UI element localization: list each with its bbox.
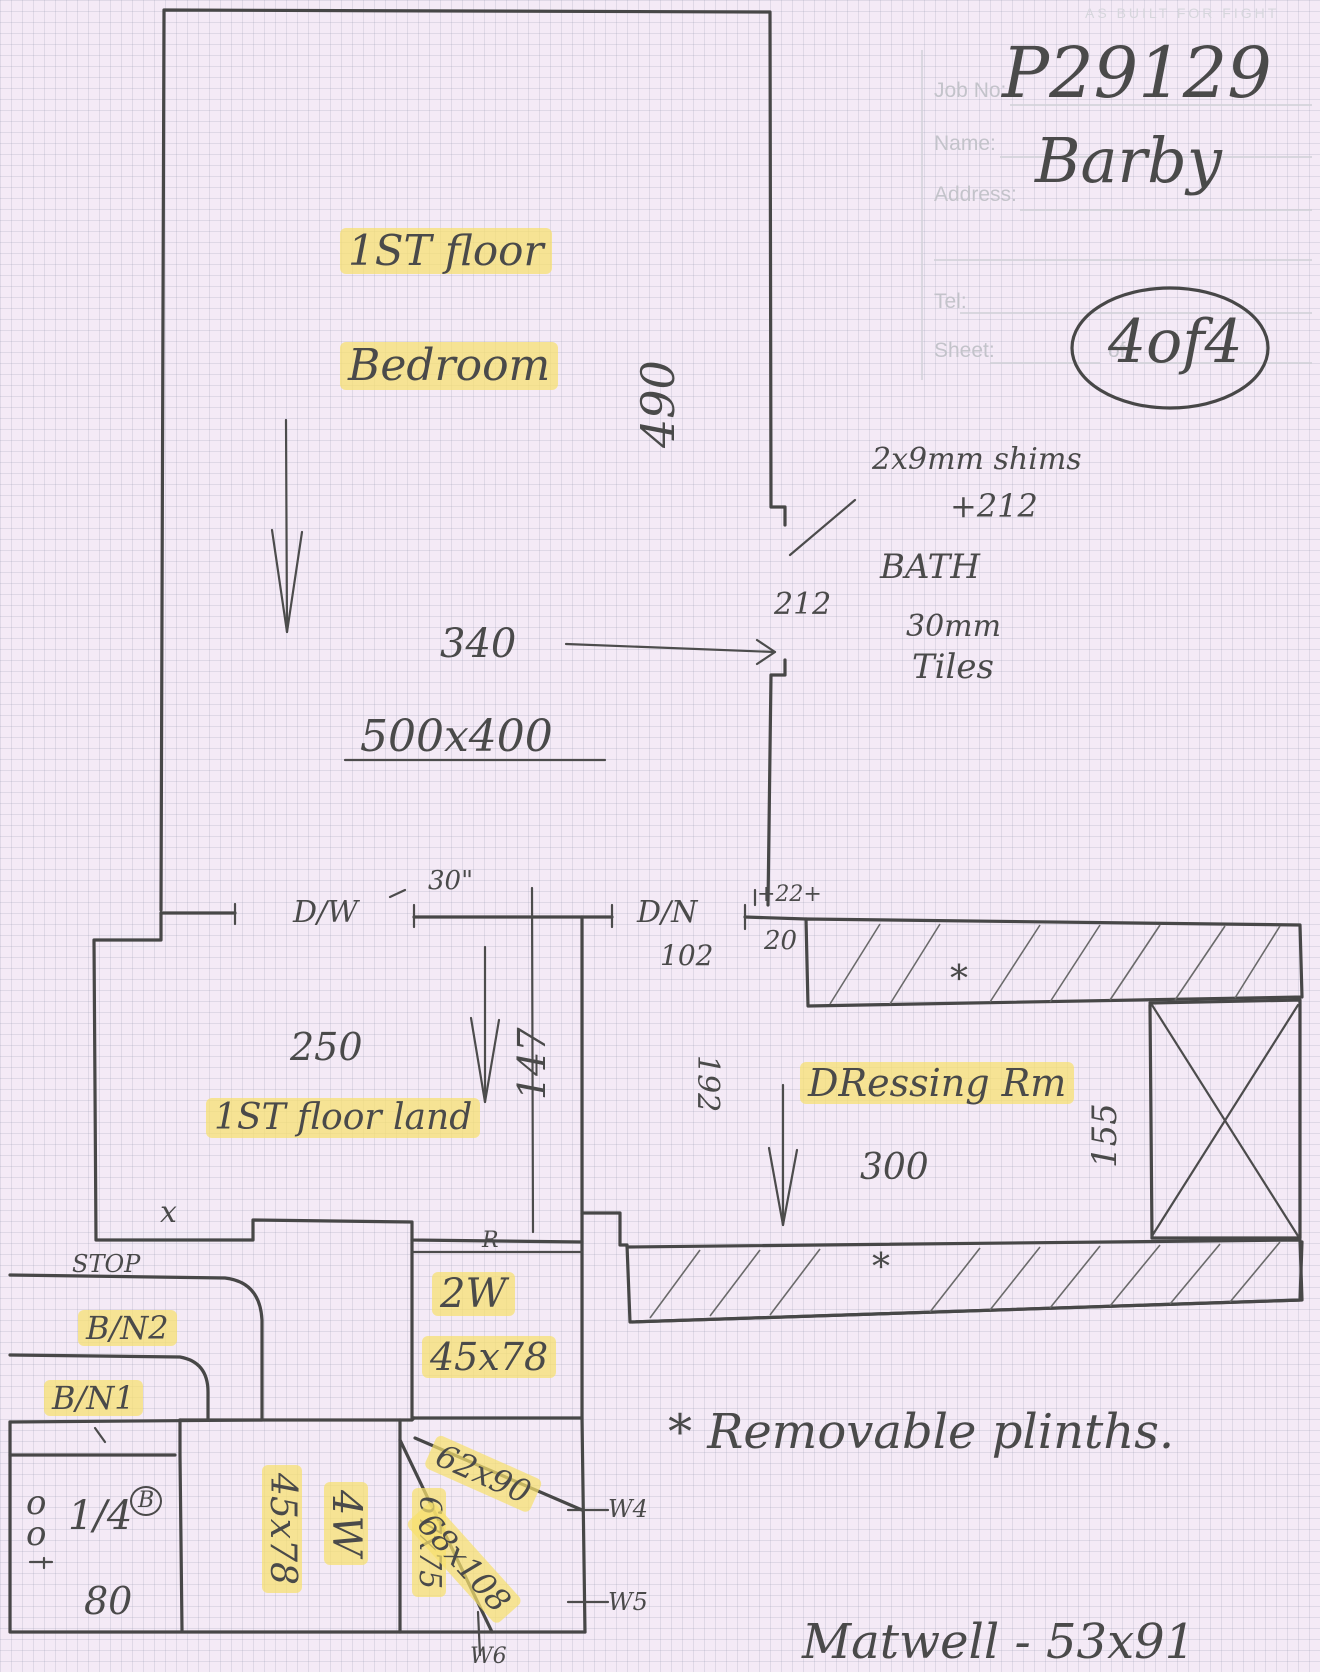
plinth-hatching-bottom [649,1241,1281,1319]
dressing-depth-dim: 192 [690,1055,725,1113]
bath-notch-dim: 212 [774,587,832,622]
cupboard-right-wall [580,1416,587,1634]
address-label: Address: [934,183,1017,206]
bedroom-walls [159,8,787,912]
wardrobe-box [1148,998,1302,1240]
cupboard-2w-walls [410,1238,584,1420]
cupboard-4w-size: 45x78 [262,1465,303,1593]
dressing-top-plinth [804,917,1304,1008]
cupboard-4w-label: 4W [323,1482,369,1565]
bn1-stop-arrow [93,1426,107,1444]
door-2-note: +22+ [757,882,822,907]
tiles-note: 30mm [906,609,1002,644]
bedroom-width-dim: 340 [440,621,517,667]
bedroom-length-dim: 490 [631,360,685,448]
plinth-hatching-top [829,923,1281,1005]
dressing-length-dim: 300 [860,1147,929,1188]
cupboard-divider-c [178,1416,416,1422]
plinth-star-bottom: * [872,1247,890,1288]
bn2-label: B/N2 [78,1310,177,1346]
dressing-bottom-plinth [625,1238,1304,1324]
door-2-label: D/N [637,895,698,930]
cupboard-2w-label: 2W [432,1272,515,1316]
landing-top-wall-right [743,915,808,921]
lower-left-room [8,1420,587,1634]
cupboard-2w-size: 45x78 [422,1336,557,1378]
tiles-note-2: Tiles [912,647,994,687]
bedroom-floor-label: 1ST floor [340,228,552,274]
bedroom-name-label: Bedroom [340,342,559,390]
sheet-label: Sheet: [934,339,995,362]
landing-down-arrow [469,945,501,1104]
radiator-dim: 500x400 [360,711,553,762]
bn1-shelf [8,1353,210,1422]
dressing-inner-wall [1148,1003,1154,1240]
w4-label: W4 [608,1495,648,1523]
form-rules [921,50,1312,380]
sheet-number: 4of4 [1108,307,1243,377]
dressing-label: DRessing Rm [800,1062,1075,1104]
job-name: Barby [1035,124,1222,197]
matwell-note: Matwell - 53x91 [802,1614,1196,1670]
landing-label: 1ST floor land [206,1098,481,1138]
landing-x-mark: x [160,1195,177,1230]
bath-door-swing [788,498,857,557]
shims-note-2: +212 [950,487,1038,525]
name-label: Name: [934,132,996,155]
bath-label: BATH [880,547,981,587]
landing-width-dim: 250 [290,1025,363,1069]
sheet-circle [1070,286,1270,410]
dressing-down-arrow [767,1083,799,1227]
dressing-walls [580,1211,1304,1324]
wardrobe-cross-b [1150,1003,1300,1238]
width-arrow [564,638,777,666]
tel-label: Tel: [934,290,967,313]
small-cupboard-b-mark: B [130,1486,163,1516]
w5-label: W5 [608,1588,648,1616]
door-2-width: 102 [660,939,714,972]
plinth-star-top: * [950,959,968,1000]
bn1-width-dim: 80 [84,1579,133,1623]
dressing-wardrobe-dim: 155 [1085,1103,1125,1168]
form-header-faint: AS BUILT FOR FIGHT [1085,5,1280,21]
plinths-note: * Removable plinths. [668,1404,1175,1460]
small-cupboard-label: 1/4 [68,1493,133,1539]
job-number: P29129 [1002,32,1272,114]
lower-block-walls [8,1273,264,1424]
w6-tick [476,1610,482,1657]
door-1-label: D/W [293,895,358,930]
stop-label: STOP [72,1250,141,1278]
bedroom-right-wall-lower [766,658,787,907]
door-1-width: 30" [428,866,474,896]
landing-cupboard-line [530,886,535,1234]
w6-label: W6 [470,1644,507,1669]
sheet-of-label: of [1108,339,1126,362]
job-no-label: Job No: [934,79,1007,102]
shims-note: 2x9mm shims [872,442,1082,477]
door-2-offset: 20 [764,926,798,956]
landing-cupboard-dim: 147 [510,1027,554,1100]
door-1-gap-line [388,888,407,899]
landing-walls [92,911,584,1244]
bn1-label: B/N1 [44,1380,143,1416]
cupboard-divider-b [178,1418,184,1632]
bedroom-down-arrow [270,418,304,634]
cupboard-r-mark: R [482,1228,499,1253]
